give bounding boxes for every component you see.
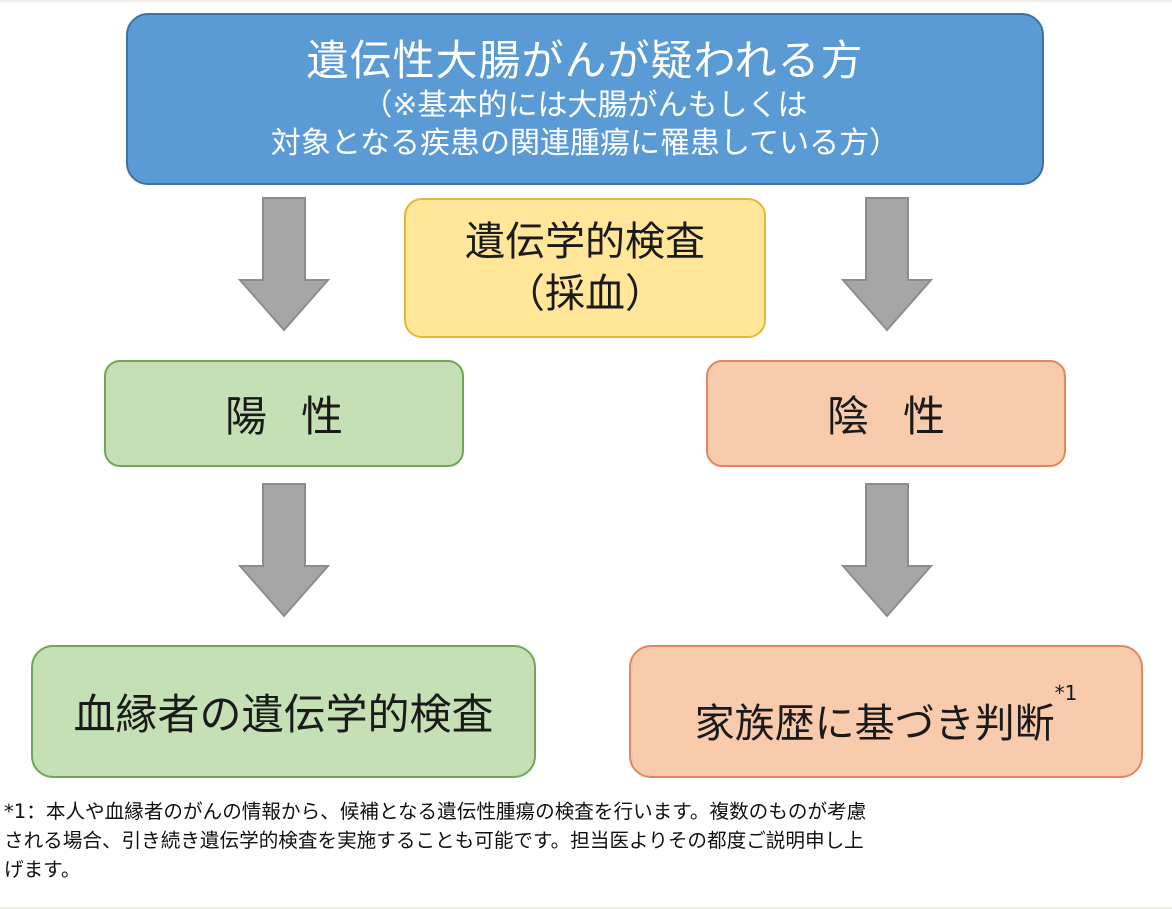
blood-sample-label: （採血） bbox=[505, 271, 665, 317]
bottom-rule bbox=[0, 907, 1172, 909]
footnote-line-3: げます。 bbox=[4, 858, 81, 881]
arrow-down-left-lower bbox=[238, 483, 330, 618]
genetic-test-label: 遺伝学的検査 bbox=[465, 219, 705, 265]
footnote-line-1: *1：本人や血縁者のがんの情報から、候補となる遺伝性腫瘍の検査を行います。複数の… bbox=[4, 800, 867, 823]
arrow-down-left-upper bbox=[238, 197, 330, 332]
top-rule bbox=[0, 0, 1172, 2]
positive-label: 陽性 bbox=[224, 392, 377, 441]
family-history-label: 家族歴に基づき判断 bbox=[694, 701, 1055, 747]
family-history-judgement-box: 家族歴に基づき判断 *1 bbox=[629, 645, 1143, 778]
top-box-note-line2: 対象となる疾患の関連腫瘍に罹患している方） bbox=[270, 126, 900, 161]
footnote-line-2: される場合、引き続き遺伝学的検査を実施することも可能です。担当医よりその都度ご説… bbox=[4, 829, 864, 852]
footnote-marker: *1 bbox=[1054, 681, 1078, 705]
relative-genetic-test-label: 血縁者の遺伝学的検査 bbox=[73, 690, 494, 739]
footnote: *1：本人や血縁者のがんの情報から、候補となる遺伝性腫瘍の検査を行います。複数の… bbox=[4, 797, 1168, 884]
negative-label: 陰性 bbox=[826, 392, 979, 441]
arrow-down-right-upper bbox=[841, 197, 933, 332]
suspected-hereditary-cancer-box: 遺伝性大腸がんが疑われる方 （※基本的には大腸がんもしくは 対象となる疾患の関連… bbox=[126, 13, 1044, 185]
top-box-note-line1: （※基本的には大腸がんもしくは bbox=[362, 88, 808, 123]
arrow-down-right-lower bbox=[841, 483, 933, 618]
relative-genetic-test-box: 血縁者の遺伝学的検査 bbox=[31, 645, 536, 778]
positive-result-box: 陽性 bbox=[104, 360, 464, 467]
negative-result-box: 陰性 bbox=[706, 360, 1066, 467]
genetic-test-box: 遺伝学的検査 （採血） bbox=[404, 198, 766, 338]
top-box-title: 遺伝性大腸がんが疑われる方 bbox=[306, 36, 864, 85]
